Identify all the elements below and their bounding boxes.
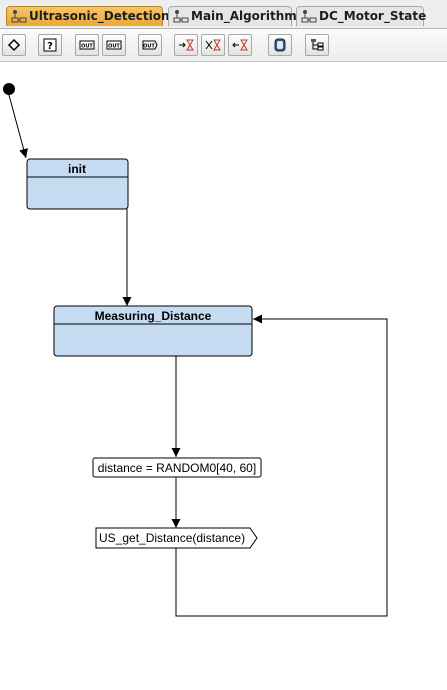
add-state-button[interactable] — [268, 34, 292, 56]
add-output-button[interactable]: OUT — [138, 34, 162, 56]
svg-text:?: ? — [47, 41, 53, 52]
tab-dc-motor-state[interactable]: DC_Motor_State — [296, 6, 427, 26]
tab-label: Main_Algorithm — [191, 9, 297, 23]
state-init[interactable]: init — [26, 158, 129, 210]
svg-text:OUT: OUT — [108, 44, 120, 50]
add-decision-button[interactable] — [2, 34, 26, 56]
add-output-right-button[interactable]: OUT — [102, 34, 126, 56]
state-name-measuring-distance: Measuring_Distance — [95, 309, 212, 323]
diamond-icon — [7, 38, 21, 52]
arrow-to-hourglass-icon — [179, 39, 194, 51]
tab-ultrasonic-detection[interactable]: Ultrasonic_Detection — [6, 6, 170, 26]
transition-loop-back[interactable] — [175, 314, 388, 617]
output-icon: OUT — [142, 40, 158, 50]
svg-text:OUT: OUT — [143, 44, 155, 50]
add-hierarchy-button[interactable] — [305, 34, 329, 56]
rounded-box-icon — [274, 38, 286, 52]
start-transition[interactable] — [8, 94, 28, 159]
task-text: distance = RANDOM0[40, 60] — [98, 461, 256, 475]
tab-main-algorithm[interactable]: Main_Algorithm — [168, 6, 297, 26]
add-timer-start-button[interactable] — [174, 34, 198, 56]
svg-text:OUT: OUT — [81, 44, 93, 50]
task-box[interactable]: distance = RANDOM0[40, 60] — [92, 457, 262, 478]
add-output-left-button[interactable]: OUT — [75, 34, 99, 56]
state-measuring-distance[interactable]: Measuring_Distance — [53, 305, 253, 357]
diagram-canvas: init Measuring_Distance distance = RANDO… — [3, 83, 388, 617]
output-signal[interactable]: US_get_Distance(distance) — [95, 527, 258, 549]
state-machine-icon — [301, 10, 317, 23]
add-input-button[interactable]: ? — [38, 34, 62, 56]
tab-label: Ultrasonic_Detection — [29, 9, 170, 23]
question-box-icon: ? — [43, 38, 57, 52]
arrow-from-hourglass-icon — [232, 39, 248, 51]
output-right-icon: OUT — [106, 40, 122, 50]
tab-bar: Ultrasonic_Detection Main_Algorithm DC_M… — [0, 0, 447, 28]
start-node[interactable] — [3, 83, 15, 95]
output-signal-text: US_get_Distance(distance) — [99, 531, 245, 545]
toolbar: ? OUT OUT OUT — [0, 28, 447, 62]
state-name-init: init — [68, 162, 86, 176]
hierarchy-icon — [311, 39, 324, 51]
add-timer-expire-button[interactable] — [228, 34, 252, 56]
output-left-icon: OUT — [79, 40, 95, 50]
state-machine-icon — [173, 10, 189, 23]
state-machine-icon — [11, 10, 27, 23]
add-timer-reset-button[interactable] — [201, 34, 225, 56]
tab-label: DC_Motor_State — [319, 9, 427, 23]
cross-hourglass-icon — [205, 39, 221, 51]
